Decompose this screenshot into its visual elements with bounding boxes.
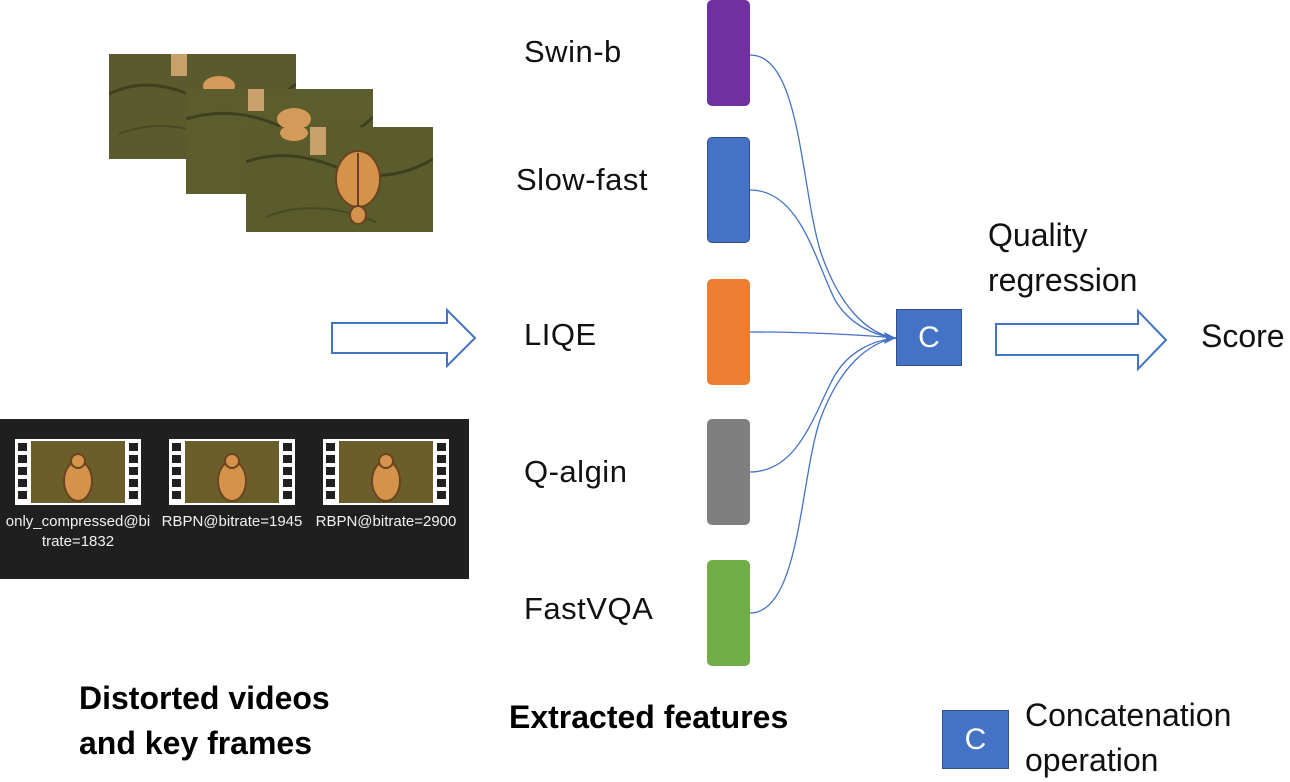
concat-box: C (896, 309, 962, 366)
feature-label-swin: Swin-b (524, 34, 622, 69)
video-thumbnail-1[interactable] (15, 439, 141, 505)
feature-label-liqe: LIQE (524, 317, 597, 352)
film-icon (323, 439, 449, 505)
film-icon (169, 439, 295, 505)
key-frame-3-image (246, 127, 433, 232)
curve-liqe (749, 331, 897, 339)
caption-left-line2: and key frames (79, 725, 313, 761)
curve-fastvqa (749, 337, 897, 614)
output-arrow (995, 308, 1168, 372)
video-strip: only_compressed@bitrate=1832 RBPN@bitrat… (0, 419, 469, 579)
feature-bar-swin (707, 0, 750, 106)
score-label: Score (1201, 318, 1285, 354)
curve-slowfast (749, 189, 897, 339)
concat-arrowhead (884, 332, 896, 344)
feature-label-slowfast: Slow-fast (516, 162, 648, 197)
curve-swin (749, 54, 897, 339)
legend-text-line2: operation (1025, 742, 1159, 778)
quality-regression-line1: Quality (988, 217, 1088, 253)
video-thumbnail-3[interactable] (323, 439, 449, 505)
video-thumbnail-2[interactable] (169, 439, 295, 505)
feature-bar-qalgin (707, 419, 750, 525)
film-icon (15, 439, 141, 505)
curve-qalgin (749, 337, 897, 473)
feature-label-fastvqa: FastVQA (524, 591, 654, 626)
legend-text-line1: Concatenation (1025, 697, 1232, 733)
video-label-3: RBPN@bitrate=2900 (315, 513, 457, 530)
video-label-2: RBPN@bitrate=1945 (161, 513, 303, 530)
feature-label-qalgin: Q-algin (524, 454, 628, 489)
quality-regression-line2: regression (988, 262, 1138, 298)
feature-bar-fastvqa (707, 560, 750, 666)
caption-middle: Extracted features (509, 699, 789, 735)
video-label-1: only_compressed@bitrate=1832 (5, 513, 151, 550)
input-arrow (331, 307, 477, 369)
feature-bar-liqe (707, 279, 750, 385)
legend-concat-symbol: C (942, 710, 1009, 769)
key-frame-3 (246, 127, 433, 232)
feature-bar-slowfast (707, 137, 750, 243)
caption-left-line1: Distorted videos (79, 680, 330, 716)
